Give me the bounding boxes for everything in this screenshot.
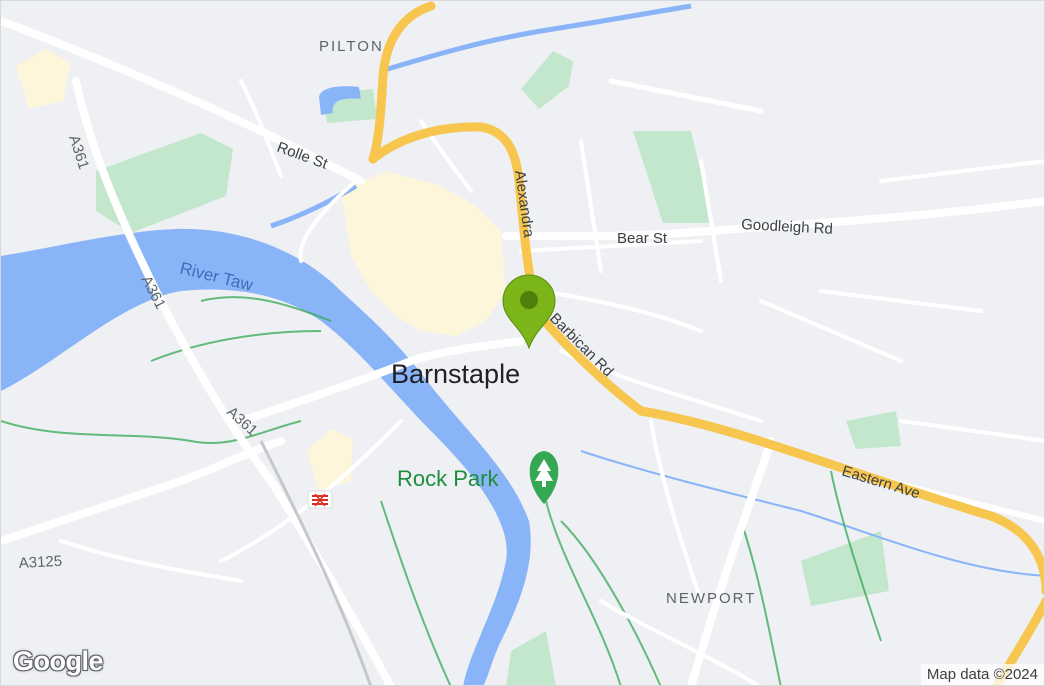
park-north bbox=[521, 51, 573, 109]
label-rock-park: Rock Park bbox=[397, 466, 499, 491]
town-centre-area bbox=[341, 171, 506, 336]
footpaths bbox=[1, 296, 882, 685]
tree-icon[interactable] bbox=[529, 451, 559, 504]
railway-line bbox=[259, 440, 372, 685]
map-attribution[interactable]: Map data ©2024 bbox=[920, 664, 1044, 685]
label-barnstaple: Barnstaple bbox=[391, 359, 520, 389]
pilton-pond bbox=[319, 86, 361, 115]
park-southeast bbox=[801, 531, 889, 606]
label-pilton: PILTON bbox=[319, 38, 384, 55]
river-taw bbox=[1, 228, 531, 685]
railway-station-icon[interactable] bbox=[307, 490, 333, 509]
park-east bbox=[633, 131, 713, 223]
label-a3125: A3125 bbox=[18, 553, 62, 572]
map-pin-icon[interactable] bbox=[502, 274, 556, 350]
label-newport: NEWPORT bbox=[666, 590, 756, 607]
park-south bbox=[506, 631, 556, 685]
major-roads bbox=[368, 1, 1044, 685]
pilton-stream bbox=[380, 3, 692, 74]
park-west bbox=[96, 133, 233, 233]
urban-area-nw bbox=[16, 49, 71, 109]
yeo-channel bbox=[270, 183, 358, 229]
label-goodleigh-rd: Goodleigh Rd bbox=[741, 216, 833, 238]
google-logo[interactable]: Google bbox=[13, 646, 104, 676]
stream-east bbox=[580, 450, 1044, 577]
label-bear-st: Bear St bbox=[617, 230, 668, 247]
park-east-small bbox=[846, 411, 901, 449]
